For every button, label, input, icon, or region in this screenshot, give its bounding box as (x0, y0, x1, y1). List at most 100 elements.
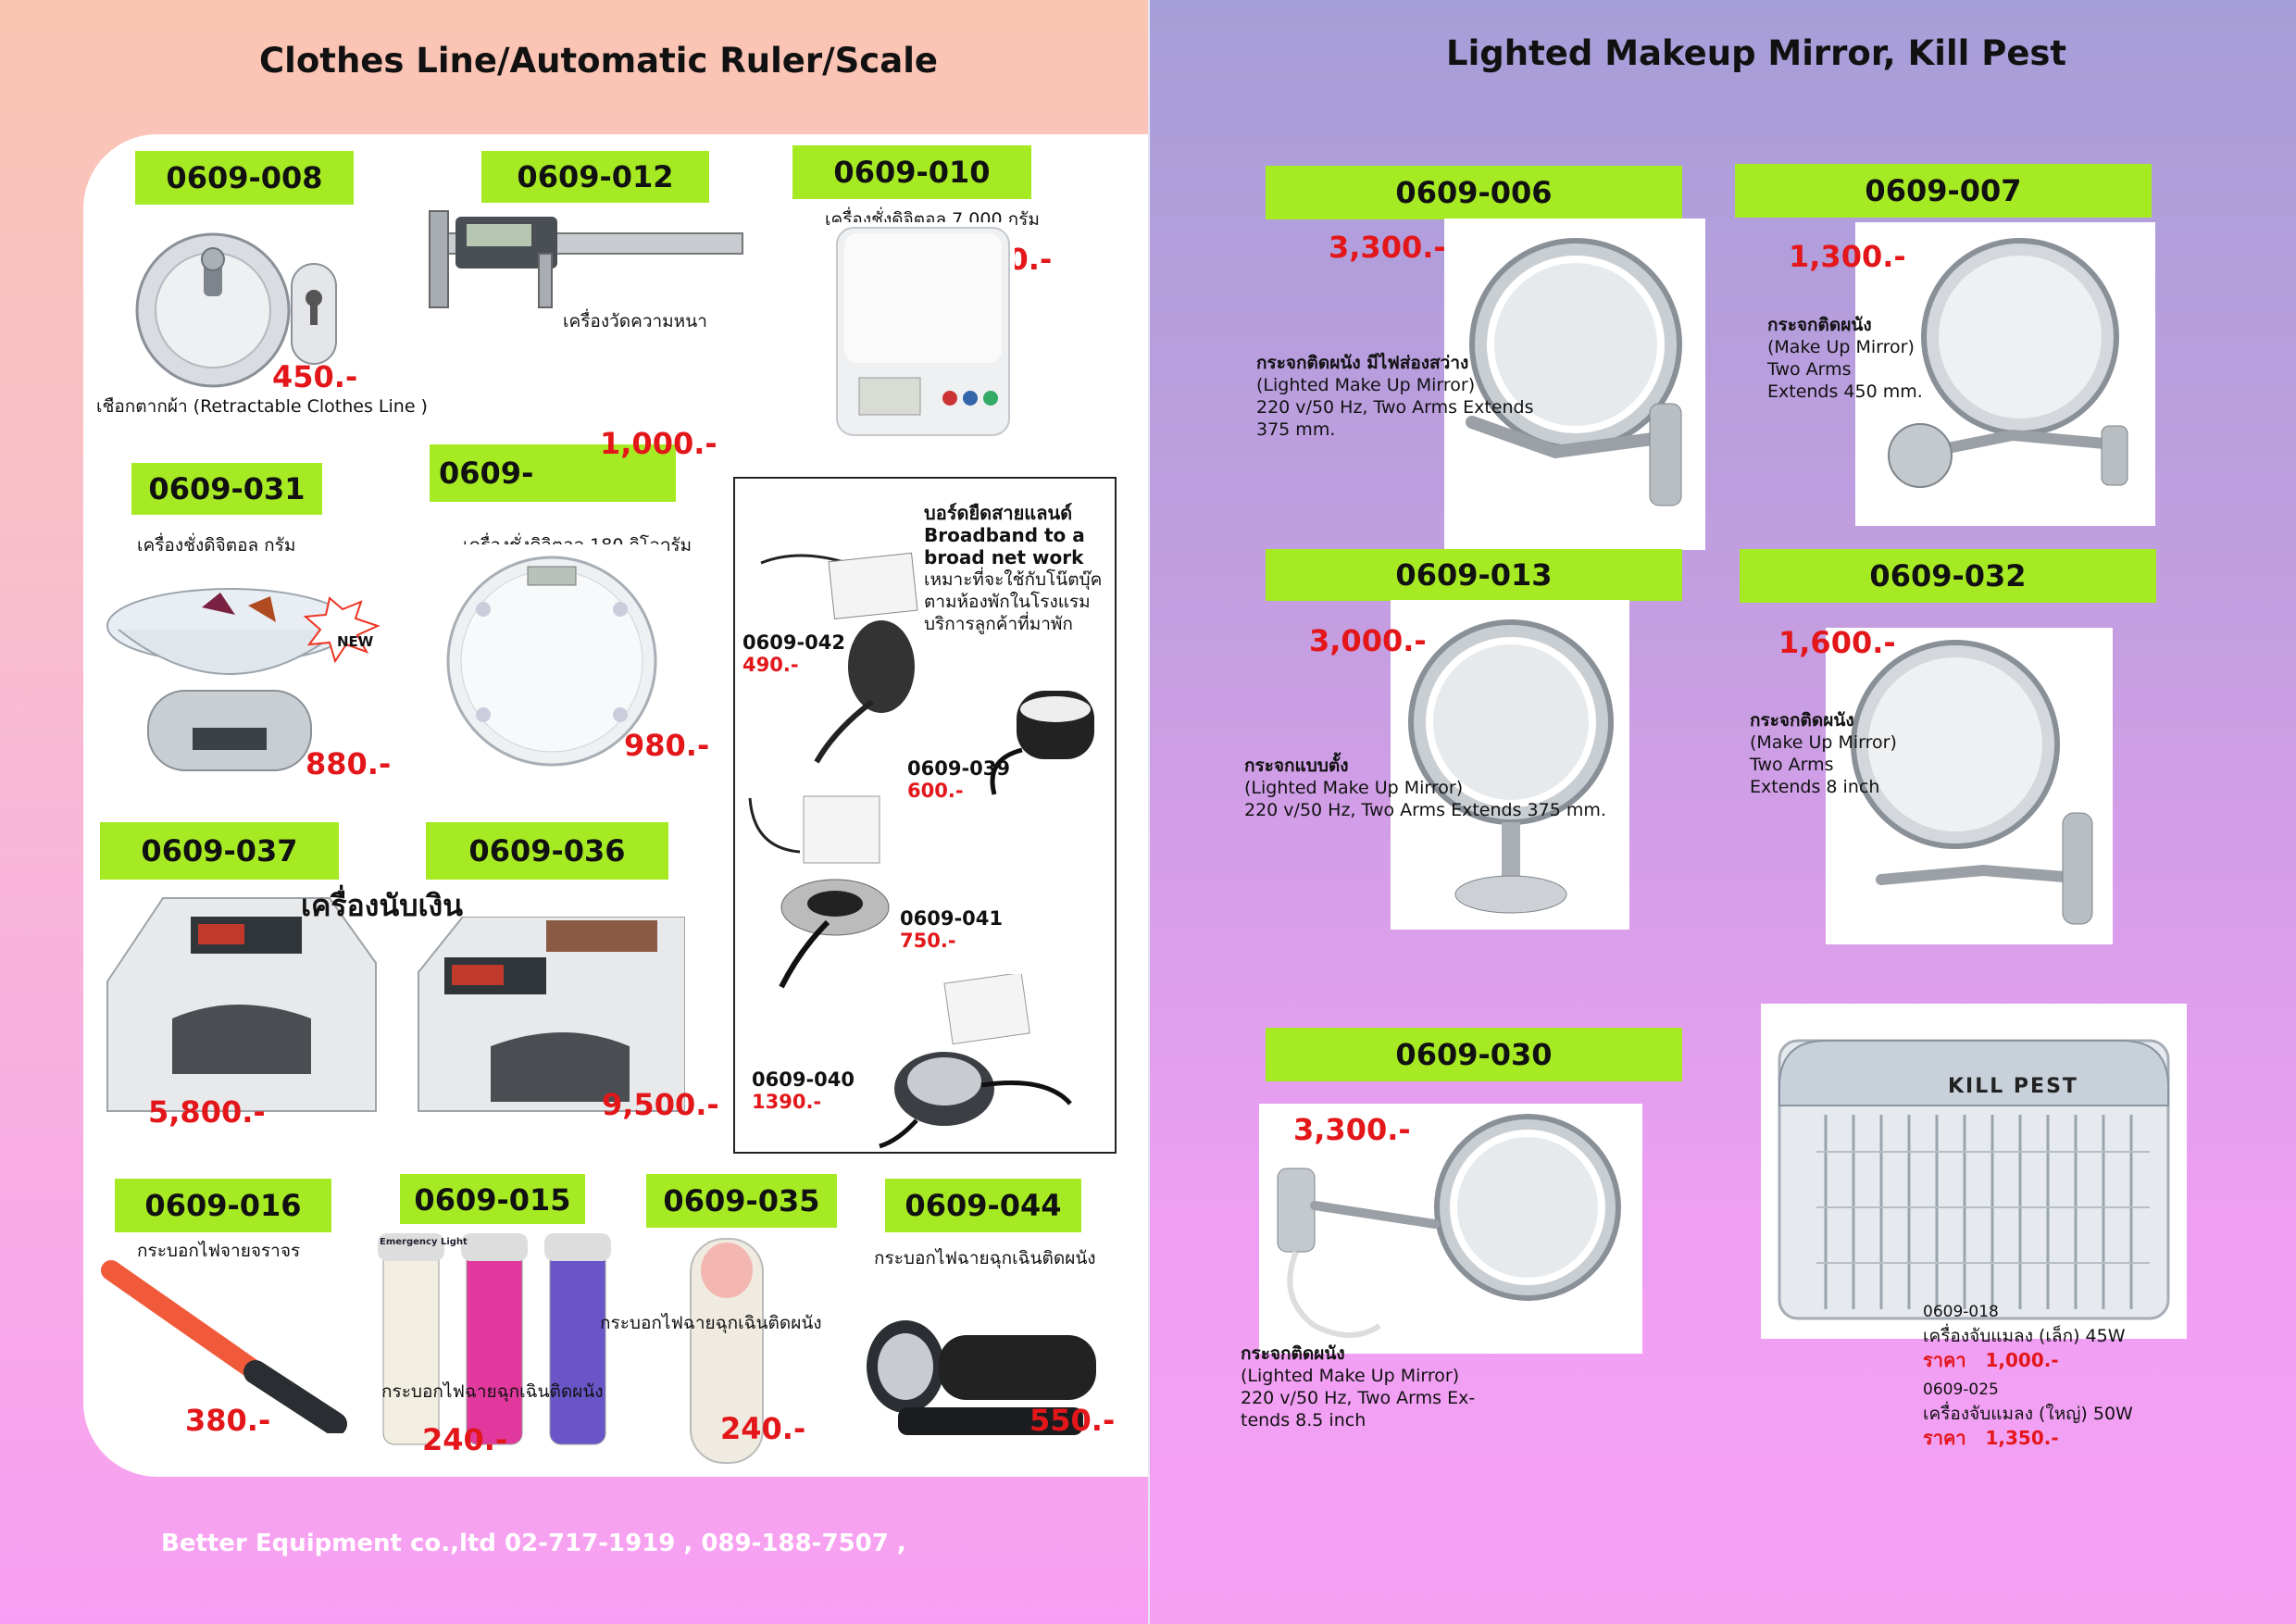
product-caption: กระบอกไฟฉายฉุกเฉินติดผนัง (874, 1248, 1096, 1268)
kill-pest-code-1: 0609-018 (1923, 1303, 1999, 1321)
price: 980.- (624, 728, 710, 763)
emergency-light-label: Emergency Light (380, 1237, 468, 1247)
broadband-title-en2: broad net work (924, 546, 1084, 568)
emergency-lights-image (370, 1224, 648, 1455)
glass-scale-image (439, 544, 665, 770)
product-description: กระจกติดผนัง (Make Up Mirror) Two Arms E… (1767, 314, 1923, 403)
product-caption: กระบอกไฟฉายฉุกเฉินติดผนัง (600, 1313, 822, 1333)
broadband-desc2: ตามห้องพักในโรงแรม (924, 592, 1091, 612)
code-badge: 0609-031 (131, 463, 322, 515)
left-page-title: Clothes Line/Automatic Ruler/Scale (259, 41, 938, 81)
desc-line: Extends 450 mm. (1767, 381, 1923, 402)
price: 240.- (720, 1411, 806, 1446)
price: 550.- (1029, 1403, 1116, 1438)
code-badge: 0609-030 (1266, 1028, 1682, 1081)
product-caption: เชือกตากผ้า (Retractable Clothes Line ) (96, 396, 428, 417)
desc-line: (Lighted Make Up Mirror) (1256, 375, 1476, 395)
code-badge: 0609-013 (1266, 549, 1682, 601)
desc-line: Two Arms (1750, 755, 1834, 775)
kitchen-scale-image (831, 222, 1015, 441)
code-badge: 0609-008 (135, 151, 354, 205)
price: 1,600.- (1778, 625, 1896, 660)
price: 600.- (907, 780, 964, 802)
desc-line: (Lighted Make Up Mirror) (1241, 1366, 1460, 1386)
desc-line: Two Arms (1767, 359, 1852, 380)
code-badge: 0609-007 (1735, 164, 2152, 218)
desc-line: กระจกแบบตั้ง (1244, 756, 1349, 776)
code: 0609-041 (900, 907, 1003, 930)
code: 0609-042 (742, 631, 845, 654)
code: 0609-040 (752, 1068, 855, 1091)
caliper-image (418, 206, 744, 313)
traffic-baton-image (98, 1257, 348, 1433)
code-badge: 0609-012 (481, 151, 709, 203)
code-badge: 0609-032 (1740, 549, 2156, 603)
desc-line: tends 8.5 inch (1241, 1410, 1366, 1430)
desc-line: 220 v/50 Hz, Two Arms Ex- (1241, 1388, 1476, 1408)
standing-mirror-image (1391, 600, 1629, 930)
kill-pest-code-2: 0609-025 (1923, 1380, 1999, 1399)
product-description: กระจกติดผนัง (Lighted Make Up Mirror) 22… (1241, 1343, 1475, 1431)
product-caption: กระบอกไฟจายจราจร (137, 1241, 301, 1261)
kill-pest-info: 0609-018 เครื่องจับแมลง (เล็ก) 45W ราคา … (1923, 1300, 2133, 1450)
price: 1,300.- (1789, 239, 1906, 274)
broadband-desc1: เหมาะที่จะใช้กับโน๊ตบุ๊ค (924, 569, 1103, 590)
price-label: ราคา (1923, 1427, 1966, 1449)
code-badge: 0609-015 (400, 1174, 585, 1226)
price-label: ราคา (1923, 1349, 1966, 1371)
lan-box-042-image (752, 544, 918, 767)
footer-contact: Better Equipment co.,ltd 02-717-1919 , 0… (161, 1530, 906, 1557)
kill-pest-desc-2: เครื่องจับแมลง (ใหญ่) 50W (1923, 1404, 2133, 1424)
desc-line: กระจกติดผนัง มีไฟส่องสว่าง (1256, 353, 1469, 373)
code-badge: 0609-035 (646, 1174, 837, 1228)
mirror-032-image (1826, 628, 2113, 944)
product-description: กระจกแบบตั้ง (Lighted Make Up Mirror) 22… (1244, 755, 1606, 821)
lan-box-040-image (861, 974, 1089, 1150)
broadband-title-en1: Broadband to a (924, 524, 1085, 546)
code: 0609-039 (907, 757, 1010, 780)
price: 750.- (900, 930, 956, 952)
lan-box-041-image (744, 793, 900, 991)
lighted-mirror-006-image (1444, 219, 1705, 550)
product-caption: กระบอกไฟฉายฉุกเฉินติดผนัง (381, 1381, 604, 1402)
bowl-scale-image (100, 561, 406, 780)
desc-line: (Make Up Mirror) (1750, 732, 1897, 753)
price: 9,500.- (602, 1087, 719, 1122)
desc-line: 220 v/50 Hz, Two Arms Extends (1256, 397, 1534, 418)
money-counter-036-image (407, 917, 685, 1120)
desc-line: (Lighted Make Up Mirror) (1244, 778, 1464, 798)
price: 880.- (306, 746, 392, 781)
broadband-desc3: บริการลูกค้าที่มาพัก (924, 614, 1073, 634)
price: 3,300.- (1329, 230, 1446, 265)
desc-line: กระจกติดผนัง (1750, 710, 1854, 731)
desc-line: กระจกติดผนัง (1241, 1343, 1345, 1364)
desc-line: 220 v/50 Hz, Two Arms Extends 375 mm. (1244, 800, 1606, 820)
price: 490.- (742, 654, 799, 676)
product-caption: เครื่องชั่งดิจิตอล กรัม (137, 535, 296, 556)
price: 240.- (422, 1422, 508, 1457)
price: 1,000.- (1985, 1349, 2059, 1371)
wall-light-image (685, 1233, 768, 1468)
price: 450.- (272, 359, 358, 394)
code-badge: 0609-037 (100, 822, 339, 880)
new-badge: NEW (337, 633, 374, 650)
price: 3,300.- (1293, 1112, 1411, 1147)
lighted-mirror-030-image (1259, 1104, 1642, 1354)
desc-line: 375 mm. (1256, 419, 1336, 440)
kill-pest-image (1761, 1004, 2187, 1339)
mirror-007-image (1855, 222, 2155, 526)
code-badge: 0609-016 (115, 1179, 331, 1232)
product-description: กระจกติดผนัง มีไฟส่องสว่าง (Lighted Make… (1256, 352, 1533, 441)
desc-line: กระจกติดผนัง (1767, 315, 1872, 335)
price: 5,800.- (148, 1094, 266, 1130)
kill-pest-brand: KILL PEST (1948, 1075, 2078, 1098)
right-page-title: Lighted Makeup Mirror, Kill Pest (1446, 33, 2067, 73)
price: 3,000.- (1309, 623, 1427, 658)
rechargeable-flashlight-image (861, 1287, 1111, 1444)
code-badge: 0609-006 (1266, 166, 1682, 219)
code-badge: 0609-036 (426, 822, 668, 880)
kill-pest-desc-1: เครื่องจับแมลง (เล็ก) 45W (1923, 1326, 2126, 1346)
price-top: 1,000.- (600, 426, 718, 461)
lan-box-039-image (976, 685, 1100, 806)
broadband-title-block: บอร์ดยืดสายแลนด์ Broadband to a broad ne… (924, 502, 1102, 635)
